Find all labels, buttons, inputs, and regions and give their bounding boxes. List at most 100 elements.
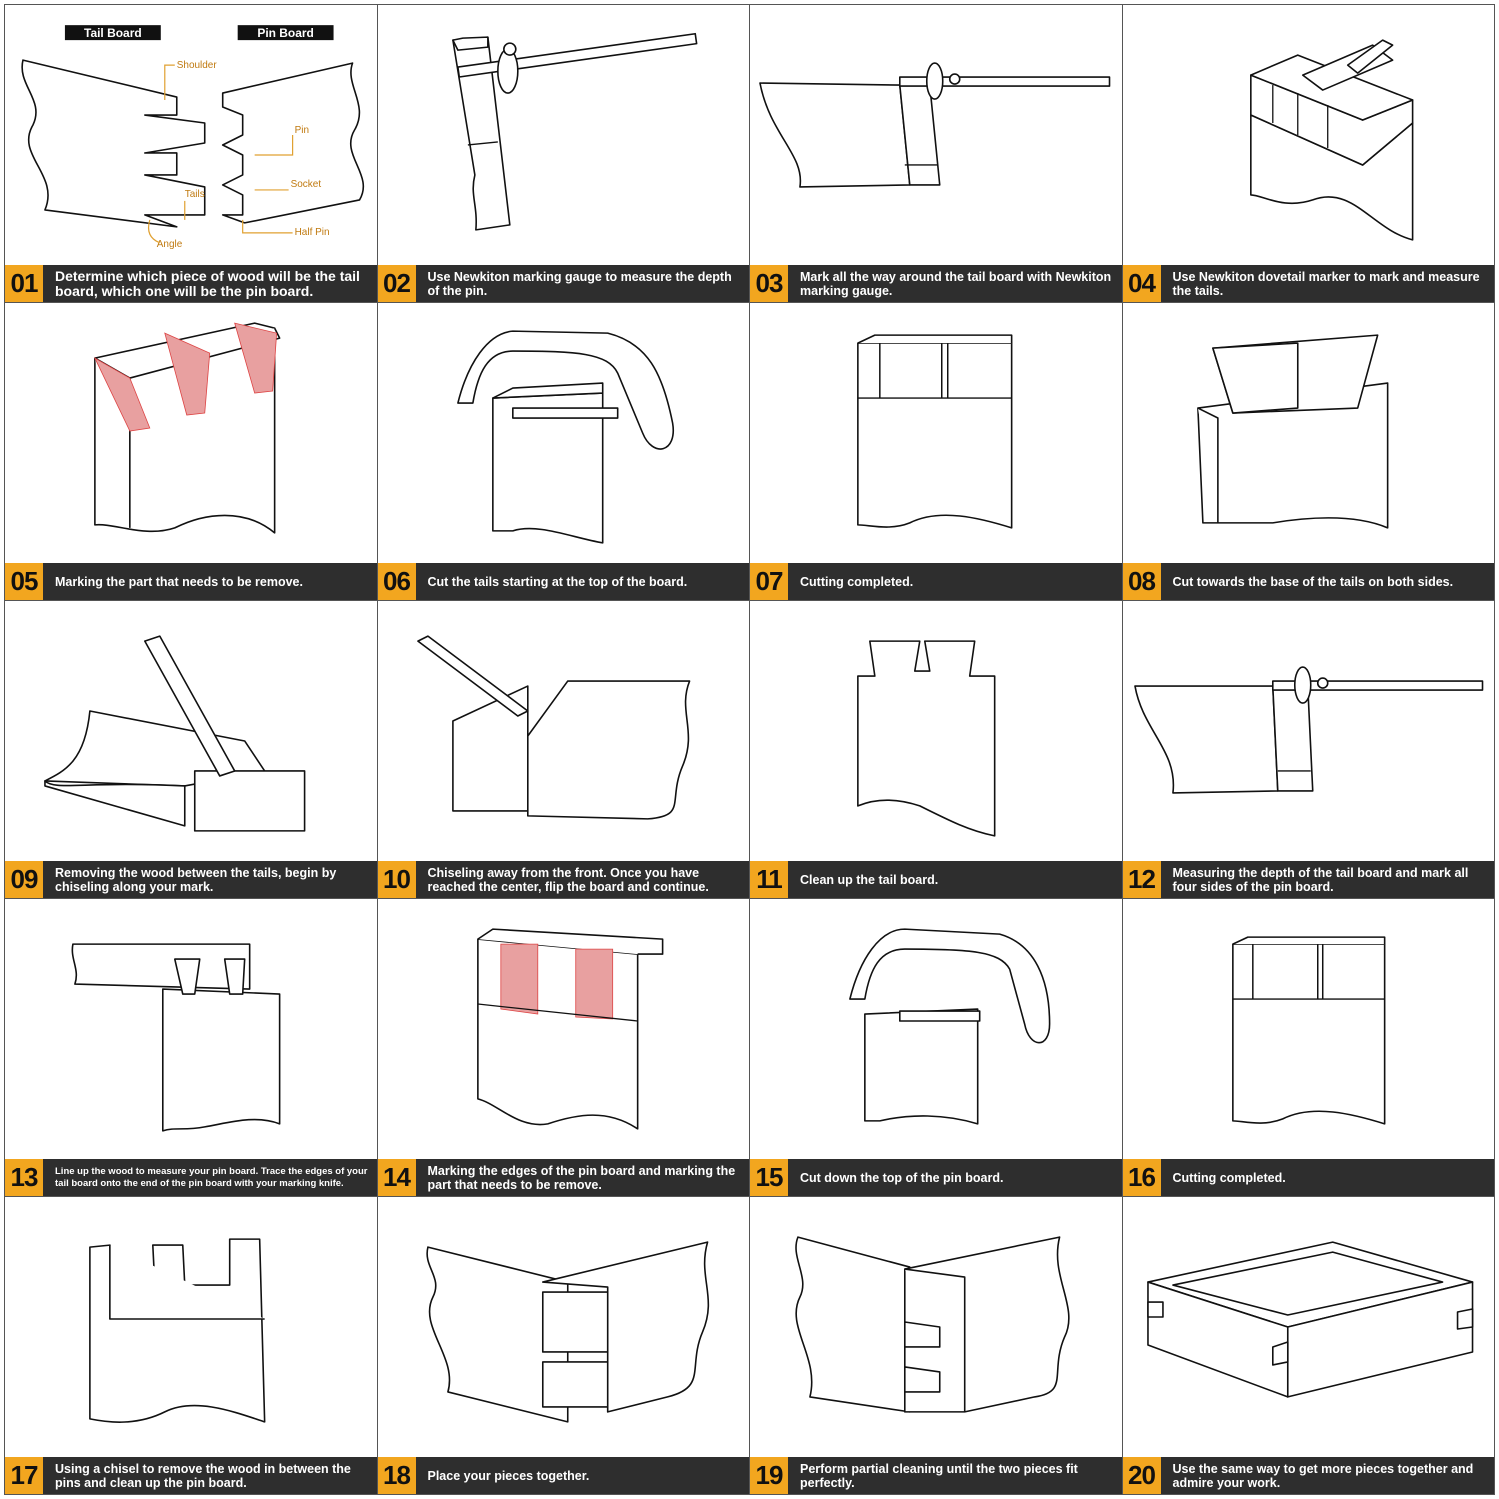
- step-number: 02: [377, 265, 416, 302]
- step-text: Marking the edges of the pin board and m…: [427, 1163, 736, 1192]
- step-number: 07: [750, 563, 788, 600]
- step-illustration: [750, 303, 1122, 563]
- step-number: 17: [5, 1457, 43, 1494]
- step-caption: 04 Use Newkiton dovetail marker to mark …: [1122, 265, 1494, 302]
- step-illustration: [1123, 899, 1495, 1159]
- step-caption: 07 Cutting completed.: [750, 563, 1122, 600]
- step-caption: 12 Measuring the depth of the tail board…: [1122, 861, 1494, 898]
- step-text: Measuring the depth of the tail board an…: [1172, 865, 1469, 894]
- step-cell: 14 Marking the edges of the pin board an…: [377, 899, 750, 1197]
- tails-label: Tails: [185, 189, 205, 200]
- step-number: 14: [377, 1159, 416, 1196]
- step-illustration: Tail Board Pin Board Shoulder Pin Socket…: [5, 5, 377, 265]
- pin-board-label: Pin Board: [257, 26, 314, 40]
- step-illustration: [5, 601, 377, 861]
- step-illustration: [1123, 303, 1495, 563]
- step-cell: 09 Removing the wood between the tails, …: [5, 601, 378, 899]
- step-number: 08: [1122, 563, 1161, 600]
- step-text: Removing the wood between the tails, beg…: [55, 865, 337, 894]
- step-cell: 19 Perform partial cleaning until the tw…: [750, 1197, 1123, 1495]
- step-text: Mark all the way around the tail board w…: [800, 269, 1112, 298]
- step-illustration: [378, 1197, 750, 1457]
- step-text: Place your pieces together.: [427, 1468, 590, 1483]
- step-cell: 18 Place your pieces together.: [377, 1197, 750, 1495]
- step-cell: 02 Use Newkiton marking gauge to measure…: [377, 5, 750, 303]
- step-cell: 13 Line up the wood to measure your pin …: [5, 899, 378, 1197]
- step-text: Use Newkiton marking gauge to measure th…: [427, 269, 732, 298]
- step-illustration: [750, 601, 1122, 861]
- step-cell: 16 Cutting completed.: [1122, 899, 1495, 1197]
- step-cell: 12 Measuring the depth of the tail board…: [1122, 601, 1495, 899]
- step-text: Clean up the tail board.: [800, 872, 939, 887]
- step-number: 06: [377, 563, 416, 600]
- step-illustration: [378, 5, 750, 265]
- step-number: 12: [1122, 861, 1161, 898]
- socket-label: Socket: [291, 179, 322, 190]
- step-number: 20: [1122, 1457, 1161, 1494]
- step-cell: 03 Mark all the way around the tail boar…: [750, 5, 1123, 303]
- step-text: Determine which piece of wood will be th…: [55, 267, 360, 299]
- step-text: Cut down the top of the pin board.: [800, 1170, 1004, 1185]
- step-illustration: [378, 601, 750, 861]
- step-number: 03: [750, 265, 788, 302]
- step-cell: Tail Board Pin Board Shoulder Pin Socket…: [5, 5, 378, 303]
- step-cell: 07 Cutting completed.: [750, 303, 1123, 601]
- step-caption: 15 Cut down the top of the pin board.: [750, 1159, 1122, 1196]
- step-number: 19: [750, 1457, 788, 1494]
- half-pin-label: Half Pin: [295, 227, 330, 238]
- step-caption: 01 Determine which piece of wood will be…: [5, 265, 377, 302]
- step-illustration: [750, 899, 1122, 1159]
- step-cell: 08 Cut towards the base of the tails on …: [1122, 303, 1495, 601]
- step-caption: 03 Mark all the way around the tail boar…: [750, 265, 1122, 302]
- tail-board-label: Tail Board: [84, 26, 142, 40]
- step-caption: 17 Using a chisel to remove the wood in …: [5, 1457, 377, 1494]
- step-illustration: [5, 303, 377, 563]
- step-caption: 14 Marking the edges of the pin board an…: [377, 1159, 749, 1196]
- pin-label: Pin: [295, 125, 309, 136]
- step-cell: 17 Using a chisel to remove the wood in …: [5, 1197, 378, 1495]
- step-illustration: [1123, 5, 1495, 265]
- step-number: 11: [750, 861, 788, 898]
- step-caption: 16 Cutting completed.: [1122, 1159, 1494, 1196]
- step-number: 09: [5, 861, 43, 898]
- step-caption: 20 Use the same way to get more pieces t…: [1122, 1457, 1494, 1494]
- step-caption: 09 Removing the wood between the tails, …: [5, 861, 377, 898]
- step-number: 13: [5, 1159, 43, 1196]
- step-text: Cut towards the base of the tails on bot…: [1172, 574, 1454, 589]
- step-number: 18: [377, 1457, 416, 1494]
- angle-label: Angle: [157, 239, 183, 250]
- step-illustration: [750, 1197, 1122, 1457]
- step-number: 01: [5, 265, 43, 302]
- step-text: Cutting completed.: [800, 574, 914, 589]
- step-illustration: [1123, 601, 1495, 861]
- step-illustration: [378, 303, 750, 563]
- step-cell: 05 Marking the part that needs to be rem…: [5, 303, 378, 601]
- step-number: 10: [377, 861, 416, 898]
- step-caption: 13 Line up the wood to measure your pin …: [5, 1159, 377, 1196]
- step-illustration: [750, 5, 1122, 265]
- step-text: Use the same way to get more pieces toge…: [1172, 1461, 1474, 1490]
- step-text: Marking the part that needs to be remove…: [55, 574, 303, 589]
- step-text: Chiseling away from the front. Once you …: [427, 865, 709, 894]
- step-caption: 10 Chiseling away from the front. Once y…: [377, 861, 749, 898]
- step-text: Cutting completed.: [1172, 1170, 1286, 1185]
- step-caption: 08 Cut towards the base of the tails on …: [1122, 563, 1494, 600]
- steps-grid: Tail Board Pin Board Shoulder Pin Socket…: [4, 4, 1495, 1495]
- step-illustration: [5, 899, 377, 1159]
- step-illustration: [5, 1197, 377, 1457]
- step-number: 04: [1122, 265, 1161, 302]
- step-text: Perform partial cleaning until the two p…: [800, 1461, 1078, 1490]
- step-illustration: [1123, 1197, 1495, 1457]
- step-number: 15: [750, 1159, 788, 1196]
- step-cell: 10 Chiseling away from the front. Once y…: [377, 601, 750, 899]
- step-text: Cut the tails starting at the top of the…: [427, 574, 688, 589]
- step-caption: 18 Place your pieces together.: [377, 1457, 749, 1494]
- step-text: Line up the wood to measure your pin boa…: [55, 1165, 368, 1189]
- step-cell: 15 Cut down the top of the pin board.: [750, 899, 1123, 1197]
- step-caption: 02 Use Newkiton marking gauge to measure…: [377, 265, 749, 302]
- step-number: 16: [1122, 1159, 1161, 1196]
- step-text: Using a chisel to remove the wood in bet…: [55, 1461, 351, 1490]
- step-cell: 04 Use Newkiton dovetail marker to mark …: [1122, 5, 1495, 303]
- step-number: 05: [5, 563, 43, 600]
- step-caption: 05 Marking the part that needs to be rem…: [5, 563, 377, 600]
